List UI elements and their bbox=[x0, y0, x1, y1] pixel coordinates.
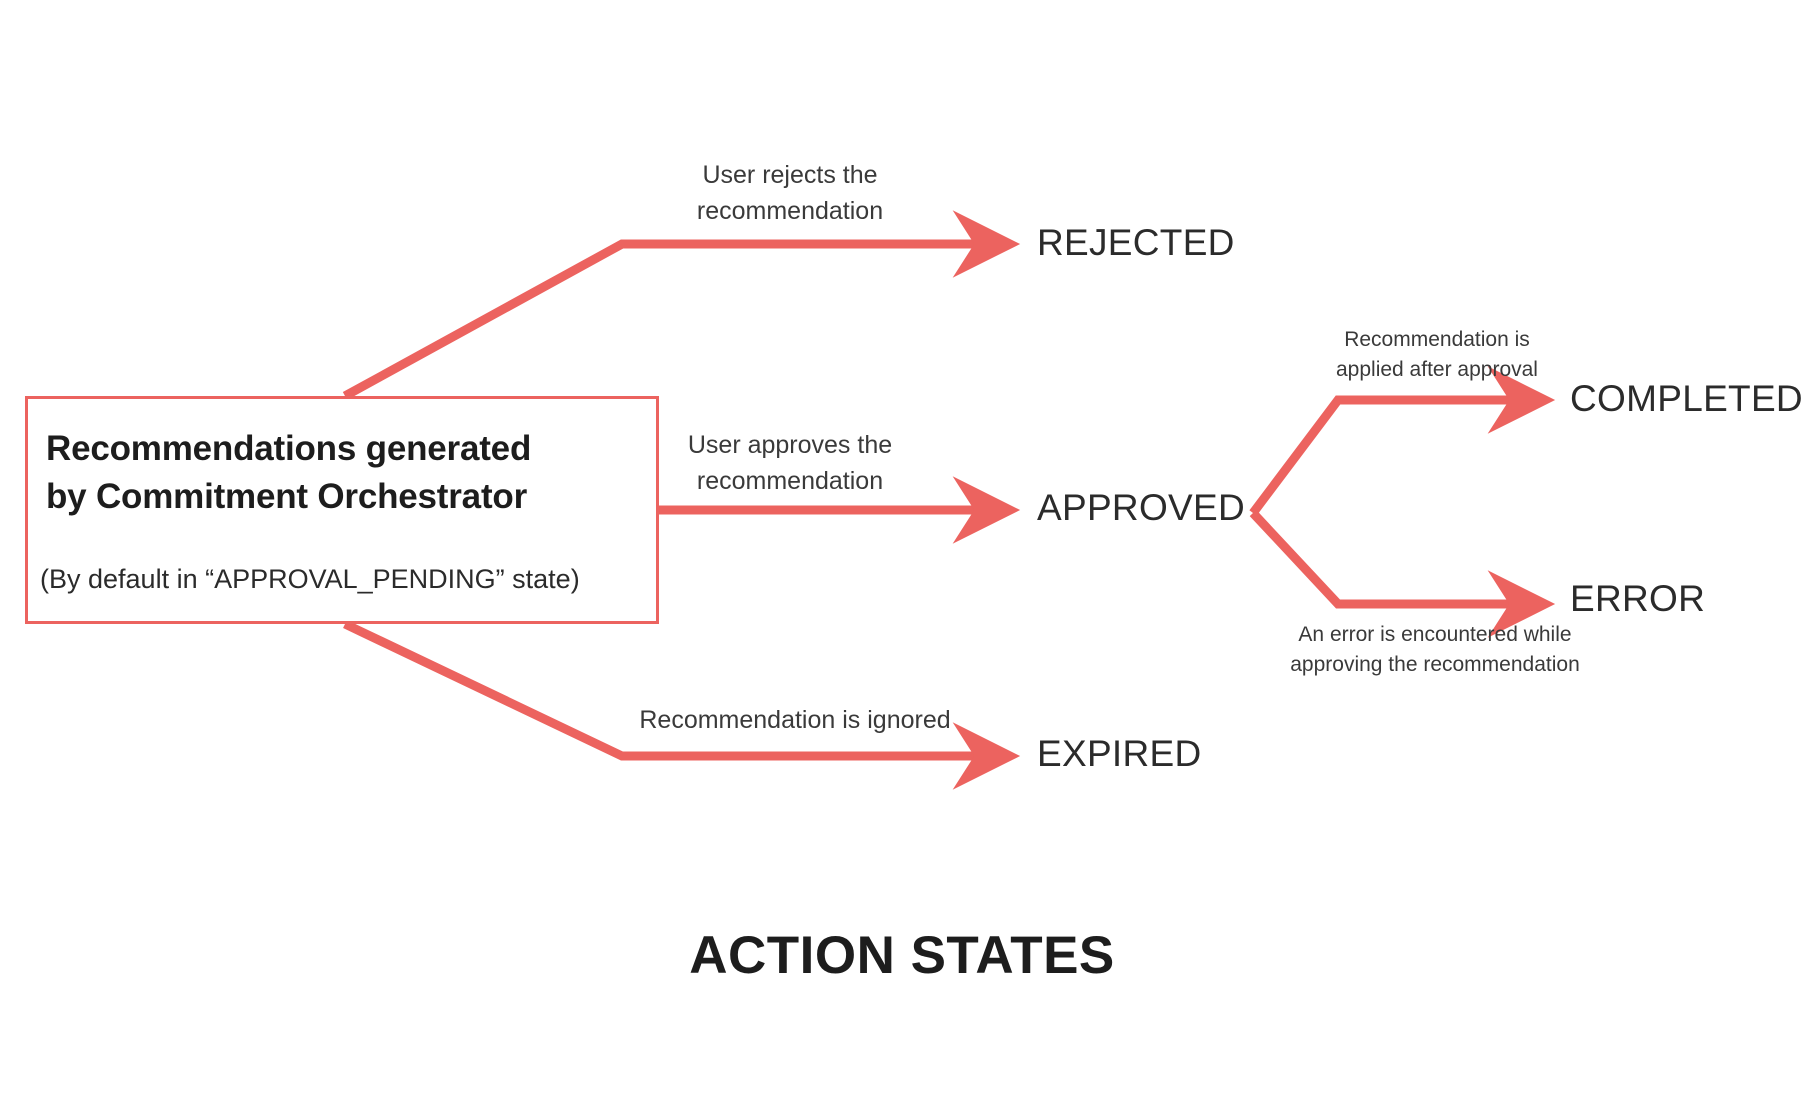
edge-label-to-approved: User approves the recommendation bbox=[687, 431, 893, 495]
edge-label-to-rejected: User rejects the recommendation bbox=[696, 161, 884, 225]
source-node-subtitle: (By default in “APPROVAL_PENDING” state) bbox=[40, 564, 580, 594]
diagram-title: ACTION STATES bbox=[689, 926, 1115, 985]
state-node-expired: EXPIRED bbox=[1037, 733, 1202, 774]
edge-label-to-error: An error is encountered while approving … bbox=[1290, 623, 1580, 676]
state-node-error: ERROR bbox=[1570, 578, 1706, 619]
connector-to-error bbox=[1249, 509, 1556, 638]
edge-label-to-completed: Recommendation is applied after approval bbox=[1336, 328, 1538, 381]
connector-to-completed bbox=[1249, 366, 1556, 516]
state-node-rejected: REJECTED bbox=[1037, 222, 1235, 263]
source-node-title-line2: by Commitment Orchestrator bbox=[46, 477, 528, 517]
source-node-title-line1: Recommendations generated bbox=[46, 429, 532, 468]
state-node-approved: APPROVED bbox=[1037, 487, 1246, 528]
connector-to-rejected bbox=[342, 210, 1021, 400]
state-node-completed: COMPLETED bbox=[1570, 378, 1803, 419]
edge-label-to-expired: Recommendation is ignored bbox=[639, 706, 951, 734]
source-node: Recommendations generated by Commitment … bbox=[25, 396, 659, 624]
